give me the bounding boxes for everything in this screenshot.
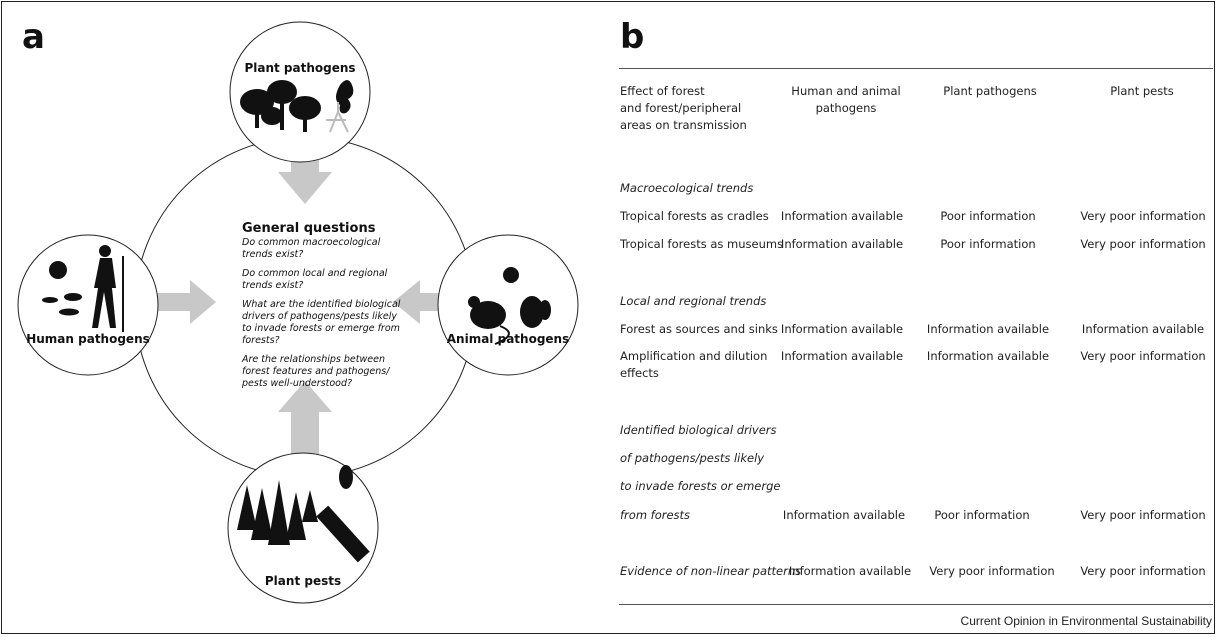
row-amplification-label-line-1: Amplification and dilution <box>620 349 768 363</box>
row-amplification-human-animal: Information available <box>780 349 904 363</box>
journal-credit: Current Opinion in Environmental Sustain… <box>960 614 1212 628</box>
question-4-line-3: pests well-understood? <box>242 378 353 389</box>
row-museums-human-animal: Information available <box>780 237 904 251</box>
row-sources-sinks-plant-pathogens: Information available <box>926 322 1050 336</box>
animal-pathogens-circle <box>437 234 579 376</box>
plant-pathogens-label: Plant pathogens <box>244 61 355 75</box>
human-pathogens-label: Human pathogens <box>26 332 150 346</box>
row-drivers-human-animal: Information available <box>782 508 906 522</box>
header-plant-pests: Plant pests <box>1110 84 1174 98</box>
section-macroecological-title: Macroecological trends <box>620 181 754 195</box>
row-drivers-plant-pests: Very poor information <box>1080 508 1206 522</box>
section-local-regional-title: Local and regional trends <box>620 294 767 308</box>
diseased-trees-illustration <box>240 80 354 132</box>
question-4-line-1: Are the relationships between <box>242 354 385 365</box>
row-nonlinear-label: Evidence of non-linear patterns <box>620 564 802 578</box>
header-human-animal-line-1: Human and animal <box>791 84 901 98</box>
row-sources-sinks-label: Forest as sources and sinks <box>620 322 778 336</box>
question-1-line-1: Do common macroecological <box>242 237 381 248</box>
row-sources-sinks-plant-pests: Information available <box>1081 322 1205 336</box>
row-amplification-plant-pests: Very poor information <box>1080 349 1206 363</box>
question-2-line-1: Do common local and regional <box>242 268 388 279</box>
arrow-animal-pathogens <box>393 280 460 324</box>
question-3-line-2: drivers of pathogens/pests likely <box>242 311 397 322</box>
pathogen-diagram: Plant pathogens Human pathogens Animal p… <box>17 21 579 604</box>
animal-pathogens-label: Animal pathogens <box>447 332 569 346</box>
plant-pathogens-circle <box>229 21 371 163</box>
drivers-title-line-3: to invade forests or emerge <box>620 479 781 493</box>
row-nonlinear-plant-pests: Very poor information <box>1080 564 1206 578</box>
question-3-line-3: to invade forests or emerge from <box>242 323 400 334</box>
pathogen-organisms-icon <box>42 261 82 316</box>
panel-a-label: a <box>22 17 45 57</box>
animal-illustration <box>468 267 551 345</box>
header-effect-line-2: and forest/peripheral <box>620 101 742 115</box>
row-amplification-label-line-2: effects <box>620 366 659 380</box>
plant-pests-label: Plant pests <box>265 574 341 588</box>
arrow-human-pathogens <box>143 280 216 324</box>
human-pathogens-circle <box>17 234 159 376</box>
panel-b-label: b <box>620 17 645 57</box>
row-museums-plant-pathogens: Poor information <box>940 237 1036 251</box>
row-cradles-label: Tropical forests as cradles <box>620 209 769 223</box>
header-effect-line-3: areas on transmission <box>620 118 747 132</box>
row-drivers-plant-pathogens: Poor information <box>934 508 1030 522</box>
row-nonlinear-plant-pathogens: Very poor information <box>929 564 1055 578</box>
question-4-line-2: forest features and pathogens/ <box>242 366 390 377</box>
drivers-title-line-4: from forests <box>620 508 691 522</box>
drivers-title-line-2: of pathogens/pests likely <box>620 451 765 465</box>
log-illustration <box>316 505 370 563</box>
table-bottom-rule <box>619 604 1213 605</box>
question-2-line-2: trends exist? <box>242 280 304 291</box>
row-museums-plant-pests: Very poor information <box>1080 237 1206 251</box>
question-3-line-4: forests? <box>242 335 280 346</box>
arrow-plant-pests <box>278 381 332 462</box>
header-effect-line-1: Effect of forest <box>620 84 705 98</box>
question-1-line-2: trends exist? <box>242 249 304 260</box>
header-human-animal-line-2: pathogens <box>815 101 877 115</box>
human-illustration <box>92 245 124 332</box>
row-nonlinear-human-animal: Information available <box>788 564 912 578</box>
row-cradles-human-animal: Information available <box>780 209 904 223</box>
row-amplification-plant-pathogens: Information available <box>926 349 1050 363</box>
forest-illustration <box>237 480 318 545</box>
row-museums-label: Tropical forests as museums <box>620 237 784 251</box>
dead-tree-illustration <box>326 102 349 133</box>
row-cradles-plant-pathogens: Poor information <box>940 209 1036 223</box>
row-sources-sinks-human-animal: Information available <box>780 322 904 336</box>
question-3-line-1: What are the identified biological <box>242 299 401 310</box>
table-top-rule <box>619 68 1213 69</box>
row-cradles-plant-pests: Very poor information <box>1080 209 1206 223</box>
header-plant-pathogens: Plant pathogens <box>943 84 1037 98</box>
drivers-title-line-1: Identified biological drivers <box>620 423 777 437</box>
general-questions-title: General questions <box>242 221 376 236</box>
beetle-icon <box>339 465 353 489</box>
